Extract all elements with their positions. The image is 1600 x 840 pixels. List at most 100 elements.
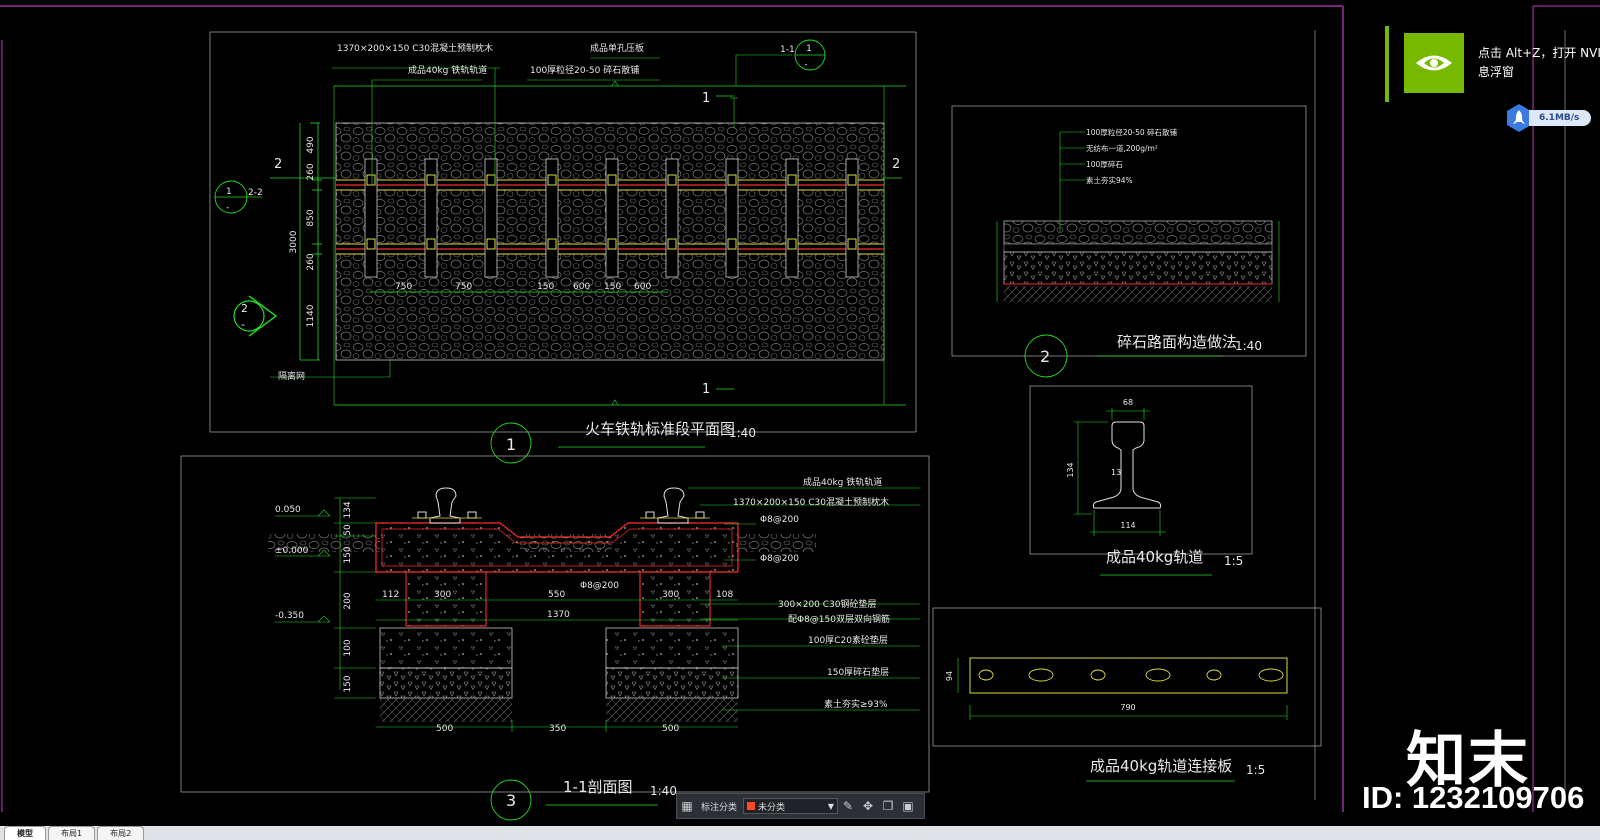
rail-texts: 68 134 13 114 成品40kg轨道 1:5 [1066, 398, 1243, 568]
svg-text:260: 260 [306, 163, 316, 180]
nvidia-message-line2: 息浮窗 [1478, 65, 1515, 79]
svg-text:68: 68 [1123, 398, 1133, 407]
svg-text:260: 260 [306, 253, 316, 270]
tab-model[interactable]: 模型 [4, 826, 46, 840]
sleeper [725, 158, 739, 278]
sleeper [605, 158, 619, 278]
svg-text:-: - [241, 318, 245, 331]
svg-text:790: 790 [1120, 703, 1135, 712]
svg-text:火车铁轨标准段平面图: 火车铁轨标准段平面图 [585, 420, 735, 438]
rail-clip [366, 174, 376, 186]
rail-profile [1029, 385, 1253, 576]
sleeper [545, 158, 559, 278]
annotation-toolbar: ▦ 标注分类 未分类 ▼ ✎ ✥ ❐ ▣ [676, 793, 925, 819]
svg-text:成品单孔压板: 成品单孔压板 [590, 42, 644, 54]
svg-text:150: 150 [343, 675, 353, 692]
rail-clip [787, 174, 797, 186]
svg-text:200: 200 [343, 592, 353, 609]
annotation-category-select[interactable]: 未分类 ▼ [743, 798, 839, 814]
drawing-frames [0, 5, 1600, 812]
svg-text:500: 500 [436, 724, 453, 734]
svg-text:850: 850 [306, 209, 316, 226]
tab-layout1[interactable]: 布局1 [48, 826, 96, 840]
gravel-texts: 100厚粒径20-50 碎石散铺 无纺布一道,200g/m² 100厚碎石 素土… [1040, 127, 1262, 366]
plan-view [209, 31, 917, 464]
grid-icon[interactable]: ▦ [681, 799, 693, 813]
svg-text:750: 750 [395, 282, 412, 292]
svg-text:150: 150 [343, 546, 353, 563]
svg-text:1: 1 [702, 382, 710, 397]
rail-clip [727, 174, 737, 186]
svg-text:2: 2 [892, 157, 900, 172]
svg-text:素土夯实94%: 素土夯实94% [1086, 175, 1133, 185]
svg-text:600: 600 [573, 282, 590, 292]
svg-text:300: 300 [434, 590, 451, 600]
svg-text:1370×200×150 C30混凝土预制枕木: 1370×200×150 C30混凝土预制枕木 [733, 496, 889, 508]
svg-text:成品40kg轨道连接板: 成品40kg轨道连接板 [1090, 757, 1232, 775]
network-speed-widget[interactable]: 6.1MB/s [1503, 102, 1592, 134]
move-icon[interactable]: ✥ [862, 799, 874, 813]
rail-clip [607, 238, 617, 250]
svg-text:1370: 1370 [547, 610, 570, 620]
svg-text:-: - [226, 203, 229, 213]
svg-text:134: 134 [343, 501, 353, 518]
sleeper [845, 158, 859, 278]
watermark-id: ID: 1232109706 [1362, 780, 1585, 815]
svg-text:350: 350 [549, 724, 566, 734]
svg-text:114: 114 [1120, 521, 1135, 530]
svg-text:300: 300 [662, 590, 679, 600]
svg-text:100厚C20素砼垫层: 100厚C20素砼垫层 [808, 634, 888, 646]
nvidia-notification[interactable]: 点击 Alt+Z，打开 NVID 息浮窗 [1385, 26, 1600, 102]
svg-text:Φ8@200: Φ8@200 [760, 515, 799, 525]
svg-text:100厚碎石: 100厚碎石 [1086, 159, 1123, 169]
svg-text:碎石路面构造做法: 碎石路面构造做法 [1117, 333, 1237, 351]
section-view [180, 455, 930, 821]
rocket-icon [1507, 104, 1531, 132]
svg-text:2: 2 [274, 157, 282, 172]
watermark-logo: 知末 [1406, 726, 1530, 796]
svg-text:550: 550 [548, 590, 565, 600]
paste-icon[interactable]: ▣ [902, 799, 914, 813]
tab-layout2[interactable]: 布局2 [97, 826, 145, 840]
svg-text:1:40: 1:40 [1235, 339, 1262, 353]
rail-clip [847, 238, 857, 250]
svg-text:600: 600 [634, 282, 651, 292]
sleeper [665, 158, 679, 278]
svg-text:108: 108 [716, 590, 733, 600]
svg-text:Φ8@200: Φ8@200 [580, 581, 619, 591]
svg-text:1:40: 1:40 [729, 426, 756, 440]
svg-text:1140: 1140 [306, 304, 316, 327]
svg-text:1:5: 1:5 [1246, 763, 1265, 777]
svg-text:1:40: 1:40 [650, 784, 677, 798]
svg-text:隔离网: 隔离网 [278, 370, 305, 382]
rail-clip [547, 238, 557, 250]
rail-clip [667, 174, 677, 186]
rail-clip [547, 174, 557, 186]
annotation-category-label: 标注分类 [701, 802, 738, 813]
nvidia-message: 点击 Alt+Z，打开 NVID 息浮窗 [1478, 44, 1600, 82]
svg-text:±0.000: ±0.000 [275, 546, 309, 556]
svg-text:1370×200×150 C30混凝土预制枕木: 1370×200×150 C30混凝土预制枕木 [337, 42, 493, 54]
svg-text:150厚碎石垫层: 150厚碎石垫层 [827, 666, 889, 678]
nvidia-eye-icon [1404, 33, 1464, 93]
svg-text:300×200 C30钢砼垫层: 300×200 C30钢砼垫层 [778, 598, 877, 610]
svg-text:1-1: 1-1 [780, 45, 795, 55]
svg-text:500: 500 [662, 724, 679, 734]
svg-text:0.050: 0.050 [275, 505, 301, 515]
svg-text:134: 134 [1066, 462, 1075, 477]
gravel-detail [951, 105, 1307, 378]
section-texts: 0.050 ±0.000 -0.350 134 50 150 200 100 1… [275, 476, 890, 810]
sleeper [484, 158, 498, 278]
svg-text:2: 2 [1040, 347, 1050, 366]
svg-text:490: 490 [306, 136, 316, 153]
svg-text:2: 2 [241, 302, 248, 315]
svg-text:配Φ8@150双层双向钢筋: 配Φ8@150双层双向钢筋 [788, 613, 890, 625]
svg-text:750: 750 [455, 282, 472, 292]
network-speed-value: 6.1MB/s [1529, 110, 1592, 126]
sleeper [364, 158, 378, 278]
chevron-down-icon: ▼ [827, 801, 835, 811]
copy-icon[interactable]: ❐ [882, 799, 894, 813]
rail-clip [607, 174, 617, 186]
edit-icon[interactable]: ✎ [842, 799, 854, 813]
